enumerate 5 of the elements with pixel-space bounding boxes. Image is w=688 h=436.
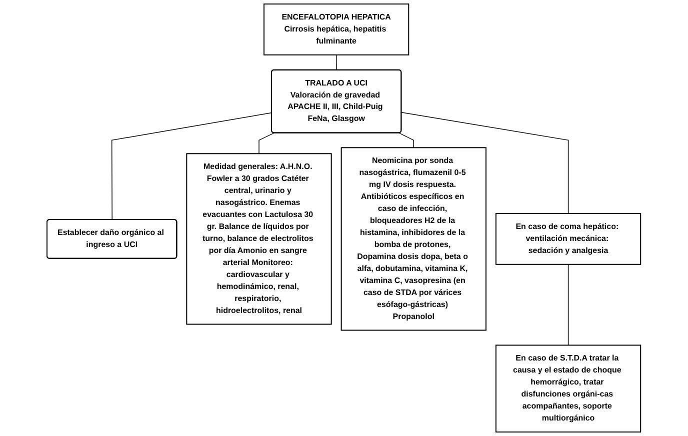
connector — [336, 54, 338, 70]
connector — [568, 264, 569, 346]
connector — [112, 112, 272, 220]
connector — [401, 112, 569, 214]
connector — [398, 132, 414, 148]
